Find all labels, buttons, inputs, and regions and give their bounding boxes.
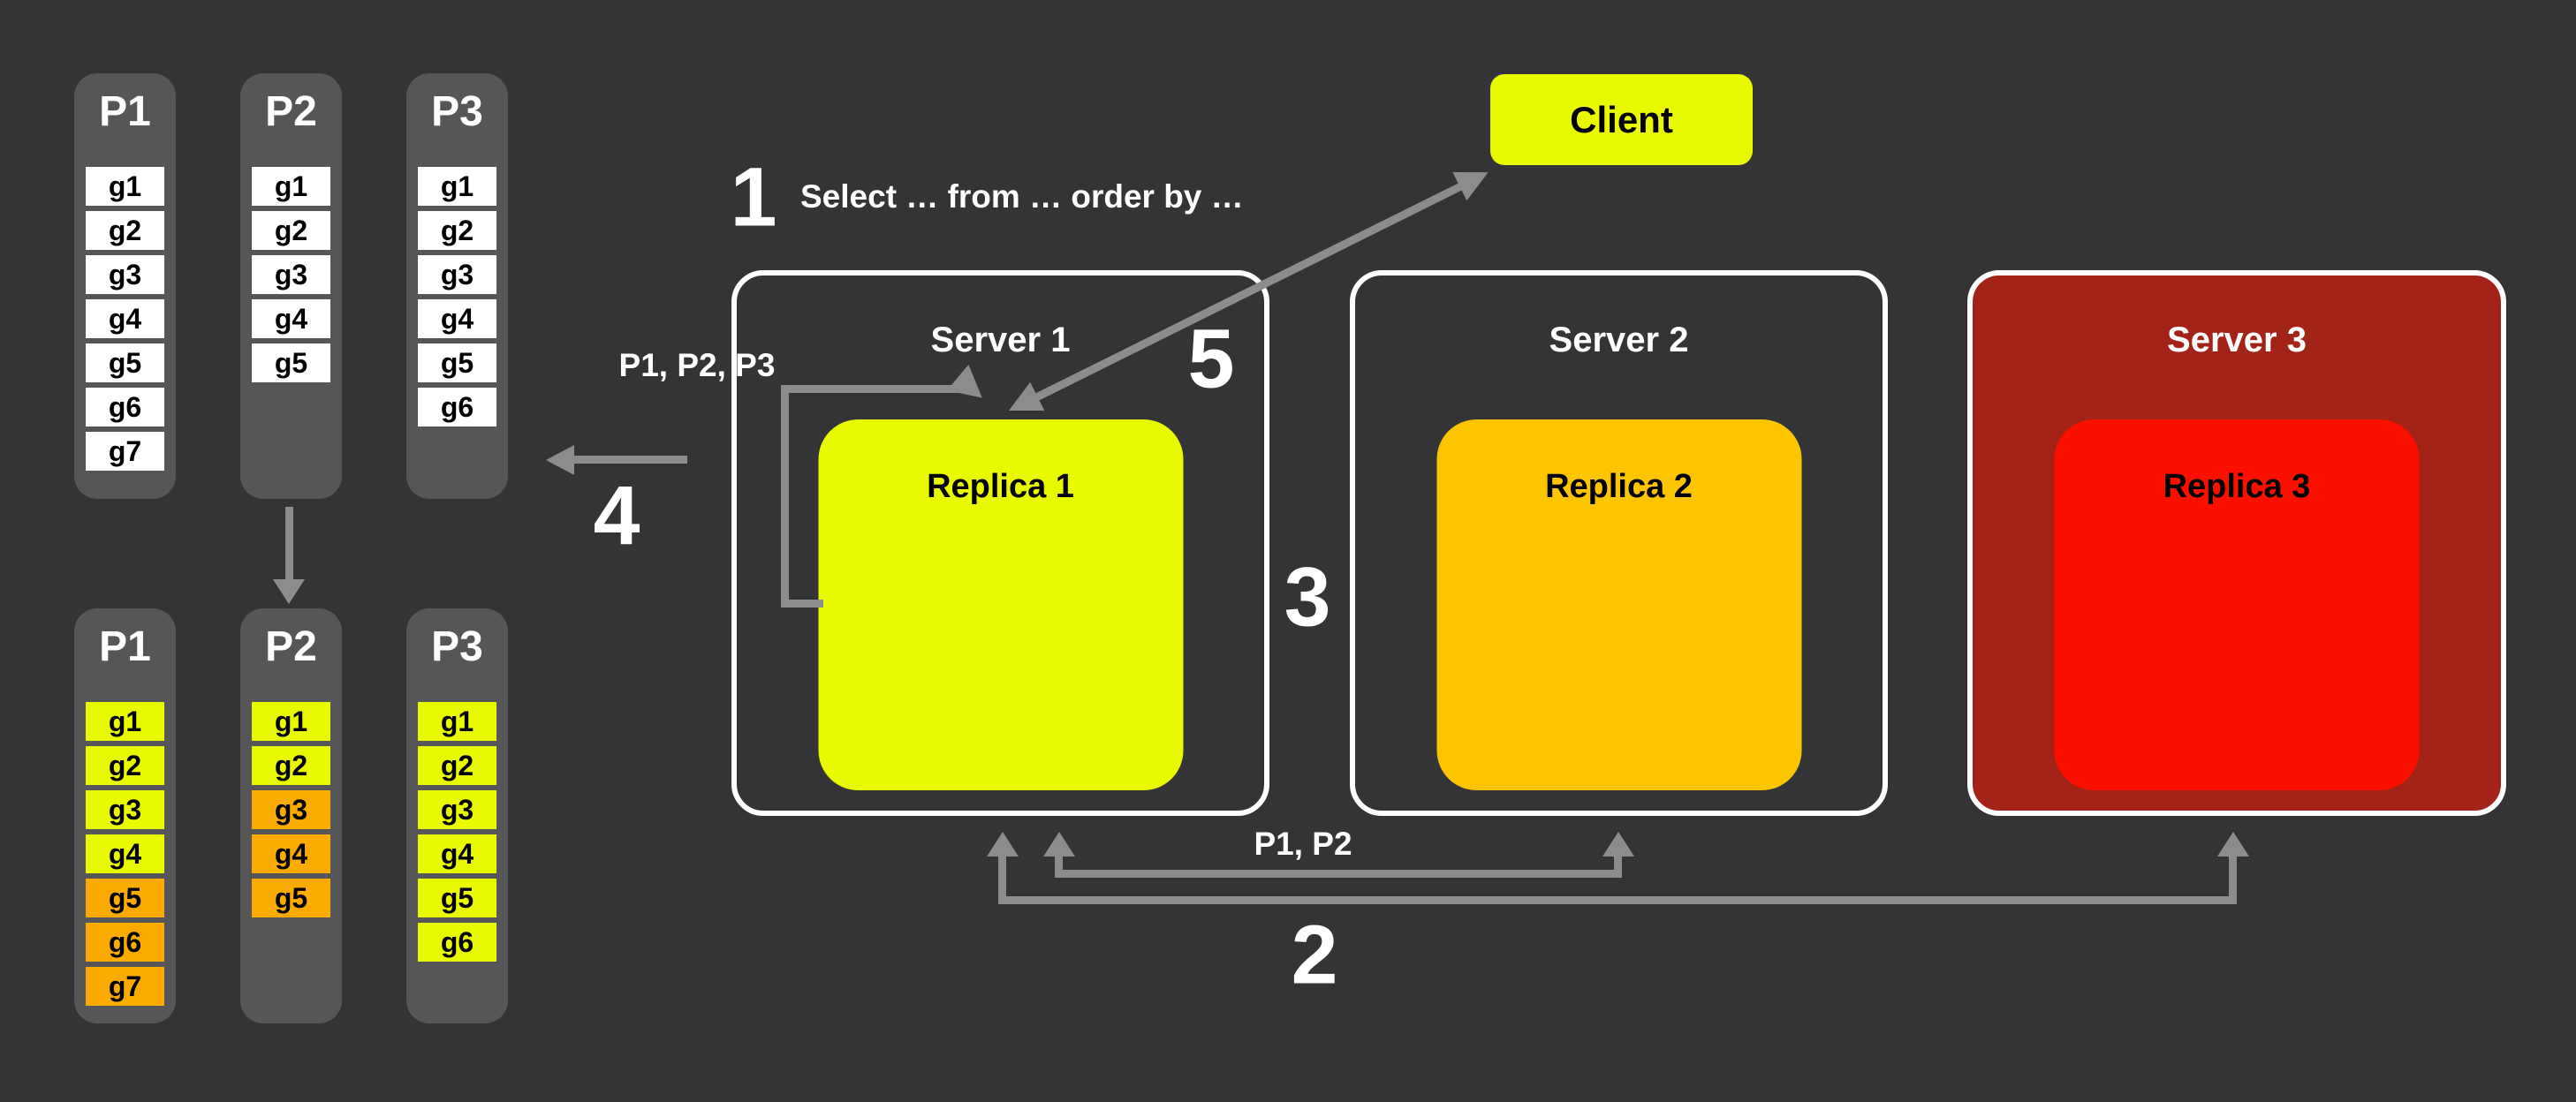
group-box: g7 [86,432,164,471]
group-box: g5 [86,879,164,917]
replica-3-title: Replica 3 [2163,468,2311,505]
partition-title: P3 [431,623,483,670]
group-box: g3 [252,255,330,294]
client-label: Client [1570,99,1673,140]
partition-column-p1: P1 g1 g2 g3 g4 g5 g6 g7 [74,73,176,499]
client-box: Client [1490,74,1753,165]
group-box: g6 [418,388,496,426]
partition-column-p1: P1 g1 g2 g3 g4 g5 g6 g7 [74,608,176,1023]
group-box: g4 [86,299,164,338]
query-text-label: Select … from … order by … [800,178,1244,215]
server-1-title: Server 1 [930,321,1071,359]
step-3-number: 3 [1284,550,1331,645]
group-box: g1 [418,702,496,741]
partition-column-p3: P3 g1 g2 g3 g4 g5 g6 [406,608,508,1023]
sort-arrow-shaft [285,507,293,583]
group-list: g1 g2 g3 g4 g5 g6 [406,167,508,426]
group-box: g4 [418,299,496,338]
group-list: g1 g2 g3 g4 g5 g6 g7 [74,167,176,471]
partition-column-p2: P2 g1 g2 g3 g4 g5 [240,73,342,499]
group-box: g5 [418,343,496,382]
group-box: g7 [86,967,164,1006]
group-box: g2 [252,746,330,785]
group-box: g4 [86,834,164,873]
step-4-arrow-head-icon [546,445,574,475]
server-2-title: Server 2 [1549,321,1689,359]
group-box: g6 [86,388,164,426]
inner-bracket-left-vertical [1055,853,1063,878]
group-box: g2 [86,211,164,250]
server-3-box: Server 3 Replica 3 [1967,270,2506,816]
group-box: g2 [418,211,496,250]
inner-bracket-right-head-icon [1602,832,1634,857]
group-box: g5 [86,343,164,382]
group-box: g2 [86,746,164,785]
replica-2: Replica 2 [1436,419,1801,790]
group-box: g1 [252,702,330,741]
sort-arrow-head-icon [273,579,305,604]
group-box: g3 [418,790,496,829]
partition-title: P1 [99,88,151,135]
step-1-number: 1 [730,150,777,245]
group-box: g3 [86,255,164,294]
arrowhead-to-client-icon [1452,157,1496,201]
group-list: g1 g2 g3 g4 g5 [240,702,342,917]
replica-1-title: Replica 1 [927,468,1074,505]
partition-group-sorted: P1 g1 g2 g3 g4 g5 g6 g7 P2 g1 g2 g3 g4 g5 P3 g1 g2 g3 g4 g5… [74,608,508,1023]
inner-bracket-left-head-icon [1043,832,1075,857]
outer-bracket-horizontal [998,896,2237,904]
outer-bracket-right-head-icon [2217,832,2249,857]
partition-group-unsorted: P1 g1 g2 g3 g4 g5 g6 g7 P2 g1 g2 g3 g4 g5 P3 g1 g2 g3 g4 g5… [74,73,508,499]
loop-arrow-bottom-segment [781,600,823,608]
replica-3: Replica 3 [2054,419,2420,790]
inner-bracket-horizontal [1055,870,1622,878]
group-box: g6 [418,923,496,962]
outer-bracket-left-vertical [998,853,1006,904]
group-box: g1 [418,167,496,206]
group-box: g2 [252,211,330,250]
group-box: g1 [86,702,164,741]
inner-bracket-right-vertical [1614,853,1622,878]
step-4-number: 4 [593,469,640,563]
group-box: g3 [252,790,330,829]
group-list: g1 g2 g3 g4 g5 g6 g7 [74,702,176,1006]
partition-title: P2 [265,623,317,670]
group-box: g1 [86,167,164,206]
group-box: g6 [86,923,164,962]
outer-bracket-left-head-icon [987,832,1019,857]
group-box: g1 [252,167,330,206]
replica-1: Replica 1 [818,419,1183,790]
route-partitions-label: P1, P2, P3 [618,347,776,383]
step-4-arrow-shaft [574,456,687,464]
group-box: g5 [418,879,496,917]
group-box: g3 [418,255,496,294]
group-box: g5 [252,343,330,382]
group-box: g4 [252,299,330,338]
replica-2-title: Replica 2 [1545,468,1693,505]
partition-column-p3: P3 g1 g2 g3 g4 g5 g6 [406,73,508,499]
step-5-number: 5 [1187,312,1235,406]
group-box: g4 [418,834,496,873]
group-box: g4 [252,834,330,873]
partition-title: P2 [265,88,317,135]
loop-arrow-left-segment [781,385,789,608]
partition-title: P1 [99,623,151,670]
server-2-box: Server 2 Replica 2 [1350,270,1888,816]
step-2-number: 2 [1291,908,1338,1002]
server-1-box: Server 1 Replica 1 [731,270,1269,816]
group-box: g2 [418,746,496,785]
group-list: g1 g2 g3 g4 g5 [240,167,342,382]
outer-bracket-right-vertical [2229,853,2237,904]
partition-column-p2: P2 g1 g2 g3 g4 g5 [240,608,342,1023]
loop-arrow-top-segment [781,385,963,393]
replication-partitions-label: P1, P2 [1254,826,1352,862]
group-box: g3 [86,790,164,829]
group-list: g1 g2 g3 g4 g5 g6 [406,702,508,962]
server-3-title: Server 3 [2167,321,2307,359]
group-box: g5 [252,879,330,917]
partition-title: P3 [431,88,483,135]
